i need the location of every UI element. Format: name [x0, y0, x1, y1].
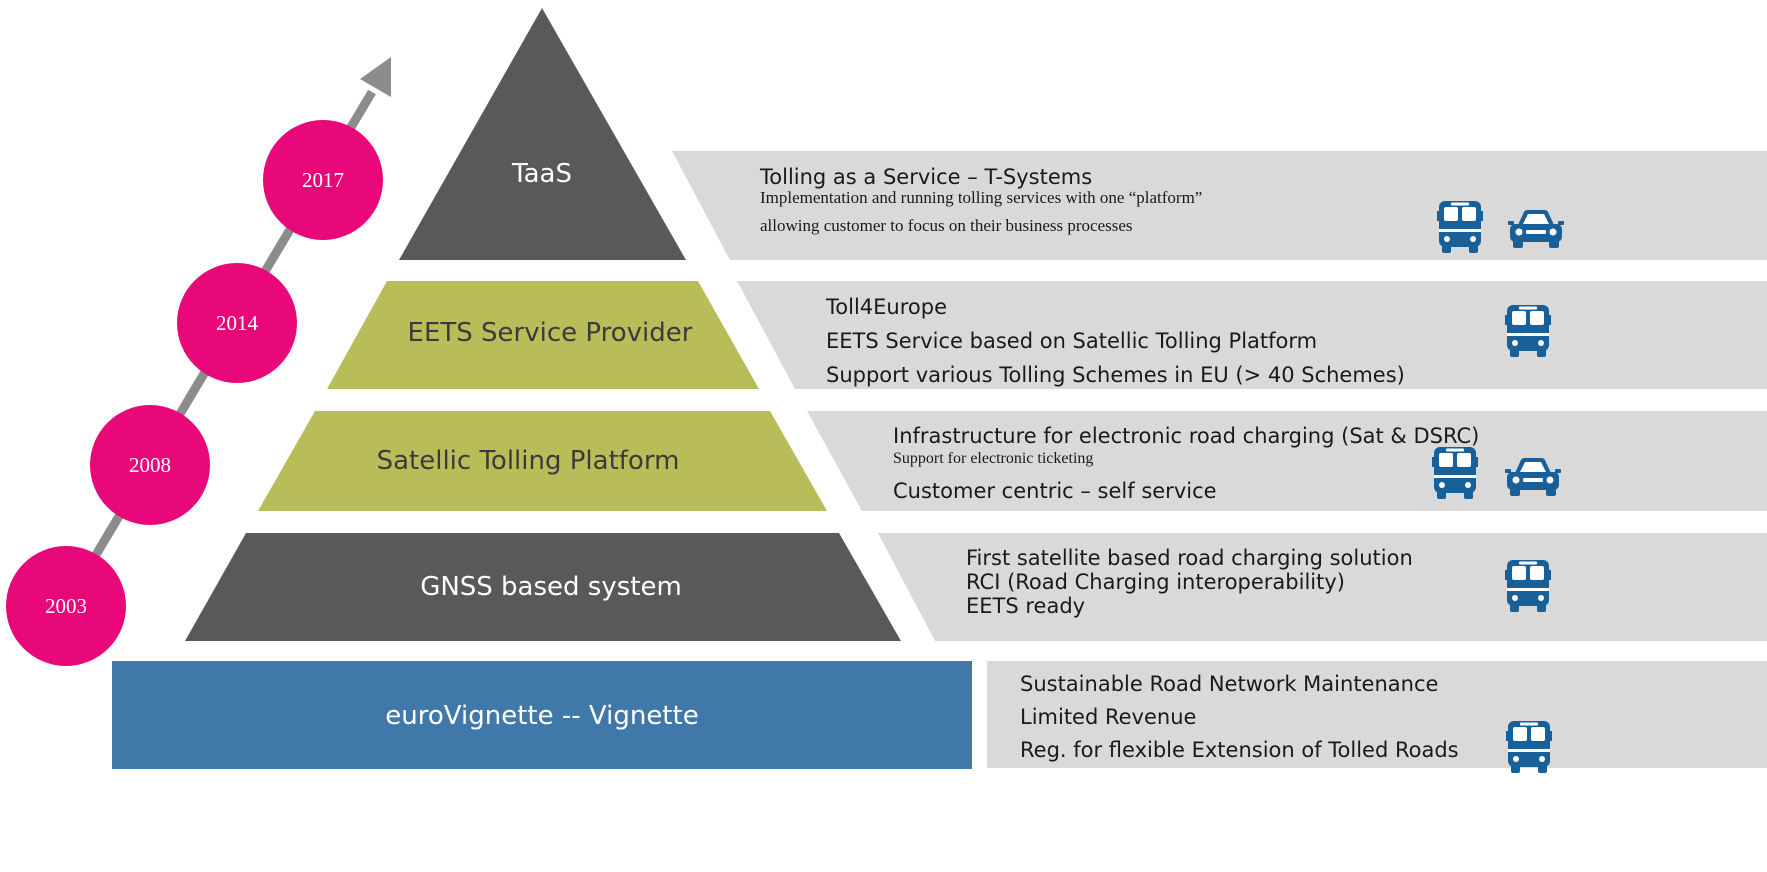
tier-desc-line: EETS ready [966, 594, 1085, 618]
tier-label-satellic: Satellic Tolling Platform [377, 446, 680, 476]
year-marker-2003: 2003 [6, 546, 126, 666]
year-marker-2014: 2014 [177, 263, 297, 383]
tier-desc-line: Implementation and running tolling servi… [760, 188, 1202, 207]
tier-panel-taas [672, 151, 1767, 260]
tier-desc-line: Reg. for flexible Extension of Tolled Ro… [1020, 738, 1459, 762]
tier-label-eets: EETS Service Provider [408, 318, 693, 348]
tier-desc-line: Infrastructure for electronic road charg… [893, 424, 1479, 448]
tier-desc-line: Tolling as a Service – T-Systems [759, 165, 1092, 189]
year-label: 2003 [45, 594, 87, 618]
pyramid-tier-taas [399, 8, 686, 260]
tier-label-taas: TaaS [511, 159, 572, 189]
year-label: 2008 [129, 453, 171, 477]
tier-label-vignette: euroVignette -- Vignette [385, 701, 698, 731]
bus-icon [1505, 305, 1551, 357]
bus-icon [1437, 201, 1483, 253]
tier-desc-line: Support for electronic ticketing [893, 450, 1093, 467]
bus-icon [1506, 721, 1552, 773]
tier-label-gnss: GNSS based system [420, 572, 682, 602]
pyramid-tier-gnss [185, 533, 901, 641]
tier-desc-line: Limited Revenue [1020, 705, 1196, 729]
tier-desc-line: Toll4Europe [825, 295, 947, 319]
tier-desc-line: Customer centric – self service [893, 479, 1217, 503]
tier-panel-vignette [987, 661, 1767, 768]
tier-desc-line: RCI (Road Charging interoperability) [966, 570, 1345, 594]
pyramid-tier-satellic [258, 411, 827, 511]
tier-desc-line: EETS Service based on Satellic Tolling P… [826, 329, 1317, 353]
year-label: 2014 [216, 311, 259, 335]
year-marker-2008: 2008 [90, 405, 210, 525]
tier-panel-gnss [878, 533, 1767, 641]
tier-desc-line: Sustainable Road Network Maintenance [1020, 672, 1438, 696]
bus-icon [1432, 447, 1478, 499]
tier-desc-line: allowing customer to focus on their busi… [760, 216, 1133, 235]
tier-desc-line: First satellite based road charging solu… [966, 546, 1413, 570]
pyramid-tier-vignette [112, 661, 972, 769]
pyramid-tier-eets [327, 281, 759, 389]
year-label: 2017 [302, 168, 344, 192]
year-marker-2017: 2017 [263, 120, 383, 240]
tier-desc-line: Support various Tolling Schemes in EU (>… [826, 363, 1405, 387]
bus-icon [1505, 560, 1551, 612]
